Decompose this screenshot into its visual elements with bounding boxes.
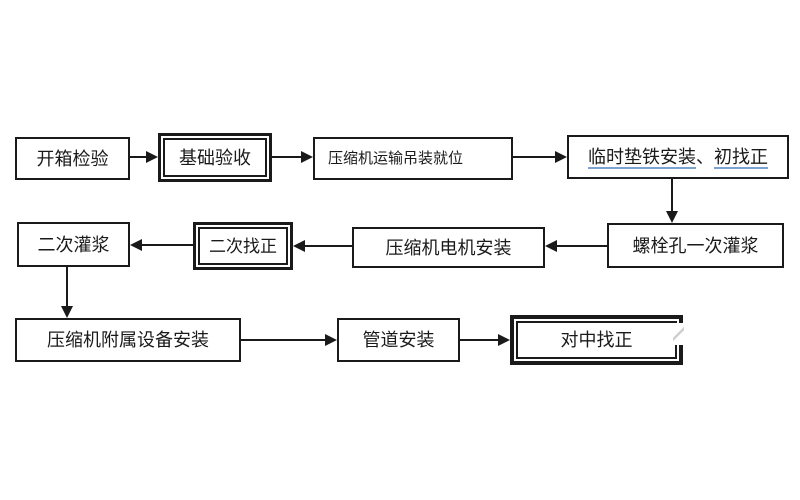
flow-node-secondary-grouting: 二次灌浆 [17, 222, 130, 267]
arrow-line [513, 156, 556, 158]
underlined-text: 临时垫铁安装 [588, 147, 696, 167]
arrow-shim-to-bolt-grouting [666, 179, 678, 223]
arrowhead-left-icon [293, 240, 305, 252]
underlined-text: 初找正 [714, 147, 768, 167]
flow-node-temporary-shim-install-initial-alignment: 临时垫铁安装、初找正 [567, 135, 789, 179]
arrow-motor-to-secondary-alignment [293, 240, 352, 252]
node-label: 螺栓孔一次灌浆 [632, 235, 759, 256]
arrow-line [671, 179, 673, 212]
flow-node-compressor-auxiliary-equipment-install: 压缩机附属设备安装 [15, 318, 241, 362]
arrow-line [460, 339, 499, 341]
arrow-line [556, 245, 607, 247]
watermark-artifact [673, 323, 684, 345]
node-label: 二次找正 [209, 236, 277, 256]
flow-node-centering-alignment: 对中找正 [510, 315, 683, 365]
flow-node-secondary-alignment: 二次找正 [193, 222, 293, 270]
arrow-piping-to-centering [460, 334, 510, 346]
arrow-secondary-grouting-to-auxiliary [61, 267, 73, 318]
node-label: 压缩机电机安装 [385, 237, 512, 258]
arrow-line [66, 267, 68, 307]
flow-node-unpacking-inspection: 开箱检验 [15, 137, 130, 180]
arrowhead-down-icon [666, 211, 678, 223]
node-label: 基础验收 [179, 147, 251, 168]
arrowhead-left-icon [130, 239, 142, 251]
arrowhead-right-icon [555, 151, 567, 163]
arrow-line [130, 156, 147, 158]
arrow-transport-to-shim [513, 151, 567, 163]
arrowhead-right-icon [498, 334, 510, 346]
flow-node-bolt-hole-first-grouting: 螺栓孔一次灌浆 [607, 223, 784, 268]
arrow-line [272, 156, 302, 158]
flow-node-piping-install: 管道安装 [337, 318, 460, 362]
arrow-line [241, 339, 326, 341]
double-border-inner: 基础验收 [163, 138, 267, 177]
arrowhead-right-icon [146, 151, 158, 163]
node-label: 压缩机附属设备安装 [47, 330, 209, 350]
node-label: 临时垫铁安装、初找正 [588, 148, 768, 166]
separator-text: 、 [696, 147, 714, 167]
arrow-auxiliary-to-piping [241, 334, 337, 346]
arrow-line [141, 244, 193, 246]
arrowhead-left-icon [545, 240, 557, 252]
node-label: 管道安装 [362, 330, 435, 350]
node-label: 开箱检验 [36, 148, 109, 169]
arrowhead-right-icon [301, 151, 313, 163]
flow-node-compressor-motor-install: 压缩机电机安装 [352, 227, 545, 268]
flow-node-compressor-transport-hoisting: 压缩机运输吊装就位 [313, 137, 513, 180]
arrowhead-down-icon [61, 306, 73, 318]
double-border-inner: 对中找正 [516, 321, 677, 359]
node-label: 压缩机运输吊装就位 [328, 150, 464, 167]
arrow-unpacking-to-foundation [130, 151, 158, 163]
flow-node-foundation-acceptance: 基础验收 [158, 133, 272, 182]
arrow-foundation-to-transport [272, 151, 313, 163]
node-label: 二次灌浆 [37, 234, 110, 255]
node-label: 对中找正 [560, 330, 633, 350]
arrow-bolt-grouting-to-motor [545, 240, 607, 252]
arrow-secondary-alignment-to-secondary-grouting [130, 239, 193, 251]
arrow-line [304, 245, 352, 247]
double-border-inner: 二次找正 [198, 227, 288, 265]
arrowhead-right-icon [325, 334, 337, 346]
